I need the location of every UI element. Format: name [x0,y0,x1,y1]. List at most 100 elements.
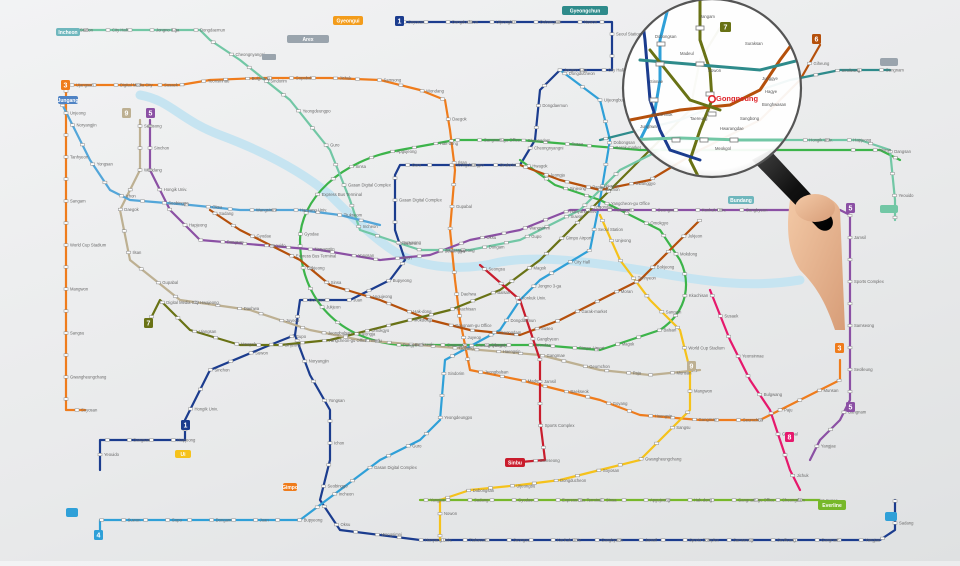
station-marker[interactable] [726,334,731,338]
station-marker[interactable] [286,245,291,249]
station-marker[interactable] [666,250,671,254]
station-marker[interactable] [847,390,853,394]
station-marker[interactable] [582,203,588,207]
station-marker[interactable] [893,156,898,160]
station-marker[interactable] [419,89,425,93]
station-marker[interactable] [118,207,123,211]
tag-arex[interactable]: Arex [287,35,329,43]
station-marker[interactable] [857,68,862,72]
station-marker[interactable] [650,176,655,180]
station-marker[interactable] [332,492,338,496]
station-marker[interactable] [455,138,460,142]
station-marker[interactable] [568,260,573,264]
station-marker[interactable] [523,165,528,169]
station-marker[interactable] [629,208,635,212]
station-marker[interactable] [543,173,549,177]
station-marker[interactable] [480,236,485,239]
station-marker[interactable] [613,172,619,176]
station-marker[interactable] [709,498,715,502]
station-marker[interactable] [469,344,474,347]
station-marker[interactable] [514,333,519,337]
station-marker[interactable] [369,156,374,159]
station-marker[interactable] [365,294,371,298]
station-marker[interactable] [137,168,143,172]
station-marker[interactable] [496,350,502,354]
station-marker[interactable] [311,379,316,383]
station-marker[interactable] [377,78,382,82]
station-marker[interactable] [234,342,240,346]
station-marker[interactable] [606,190,611,193]
station-marker[interactable] [437,512,443,516]
station-marker[interactable] [782,453,788,457]
station-marker[interactable] [149,28,155,32]
station-marker[interactable] [797,498,803,502]
station-marker[interactable] [149,438,154,442]
station-marker[interactable] [269,244,275,248]
station-marker[interactable] [227,207,233,211]
station-marker[interactable] [127,188,133,192]
station-marker[interactable] [237,307,242,310]
station-marker[interactable] [467,498,473,502]
tag-sinbundang[interactable]: Sinbu [505,458,525,467]
station-marker[interactable] [814,538,820,542]
station-marker[interactable] [310,126,315,130]
station-marker[interactable] [471,163,476,167]
station-marker[interactable] [417,254,422,258]
station-marker[interactable] [587,144,592,148]
station-marker[interactable] [430,344,436,348]
station-marker[interactable] [396,535,402,539]
station-marker[interactable] [445,498,451,502]
station-marker[interactable] [330,250,335,254]
station-marker[interactable] [457,314,462,318]
station-marker[interactable] [892,215,898,219]
station-marker[interactable] [458,241,464,245]
badge-line9-right[interactable]: 9 [687,361,696,371]
station-marker[interactable] [264,244,269,248]
station-marker[interactable] [427,318,433,322]
station-marker[interactable] [648,414,653,418]
station-marker[interactable] [813,73,819,77]
station-marker[interactable] [591,227,597,231]
station-marker[interactable] [418,343,424,347]
station-marker[interactable] [386,323,391,327]
station-marker[interactable] [127,28,133,32]
station-marker[interactable] [445,495,451,499]
station-marker[interactable] [63,111,69,115]
station-marker[interactable] [433,142,439,145]
station-marker[interactable] [670,416,675,420]
station-marker[interactable] [621,498,627,502]
station-marker[interactable] [315,210,321,214]
station-marker[interactable] [470,328,475,332]
station-marker[interactable] [462,343,468,347]
station-marker[interactable] [135,83,141,87]
station-marker[interactable] [215,303,221,307]
station-marker[interactable] [543,140,548,144]
station-marker[interactable] [670,426,675,430]
station-marker[interactable] [450,354,455,358]
station-marker[interactable] [758,418,763,422]
station-marker[interactable] [213,336,218,340]
station-marker[interactable] [880,536,885,540]
station-marker[interactable] [790,474,795,477]
station-marker[interactable] [657,328,662,332]
station-marker[interactable] [127,438,132,442]
station-marker[interactable] [890,172,895,176]
station-marker[interactable] [847,302,853,306]
station-marker[interactable] [400,262,405,266]
station-marker[interactable] [322,339,327,343]
station-marker[interactable] [492,330,497,334]
station-marker[interactable] [449,205,455,208]
station-marker[interactable] [501,231,507,235]
station-marker[interactable] [638,457,644,461]
station-marker[interactable] [220,240,226,244]
station-marker[interactable] [617,463,623,467]
station-marker[interactable] [375,533,380,537]
station-marker[interactable] [489,498,495,502]
station-marker[interactable] [63,287,69,291]
station-marker[interactable] [661,234,667,238]
tag-right-teal[interactable] [880,205,898,213]
station-marker[interactable] [395,256,400,260]
station-marker[interactable] [324,280,330,284]
station-marker[interactable] [242,242,247,246]
station-marker[interactable] [295,315,300,319]
